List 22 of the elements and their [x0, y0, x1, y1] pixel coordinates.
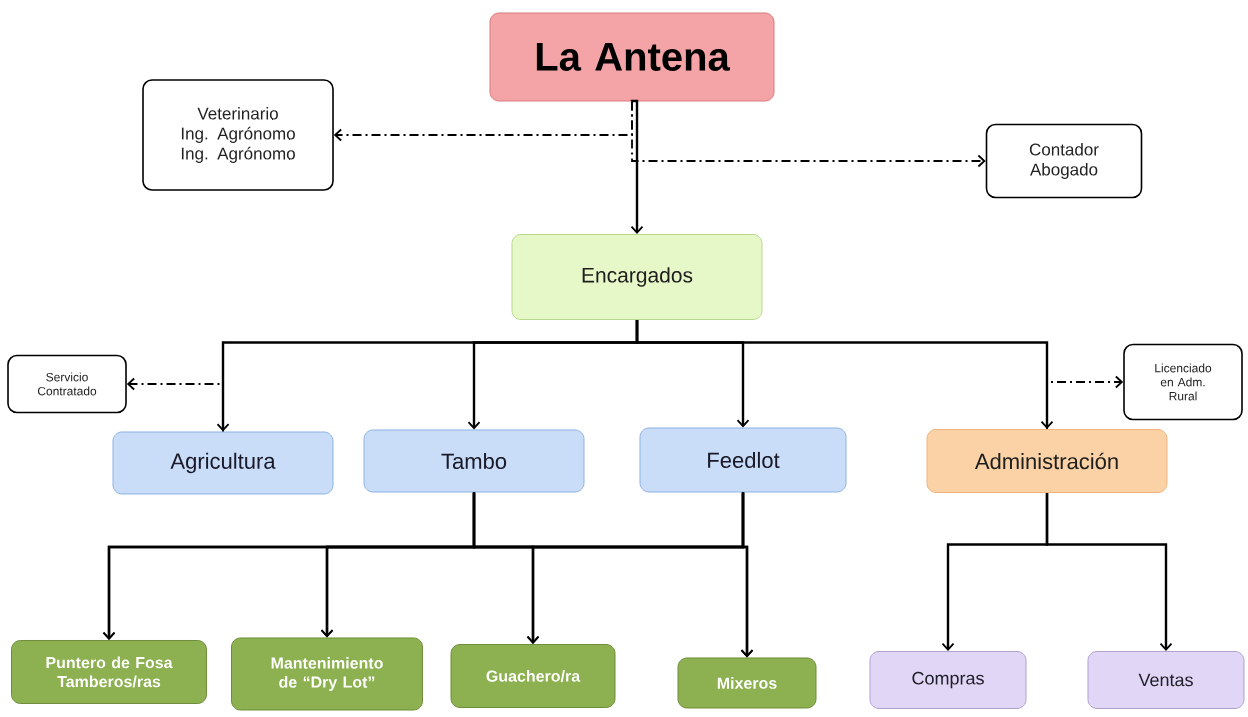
org-box: Puntero de Fosa Tamberos/ras — [11, 640, 207, 704]
org-box: Tambo — [363, 429, 585, 493]
arrow — [1045, 493, 1173, 651]
org-box: Encargados — [511, 234, 763, 320]
org-box: Guachero/ra — [450, 644, 616, 708]
org-box: Contador Abogado — [985, 123, 1143, 199]
org-box: Ventas — [1087, 651, 1245, 709]
org-box: La Antena — [489, 12, 775, 102]
org-box: Mantenimiento de “Dry Lot” — [231, 637, 423, 711]
org-box: Veterinario Ing. Agrónomo Ing. Agrónomo — [142, 79, 334, 191]
org-box: Compras — [869, 651, 1027, 709]
arrow — [635, 320, 1054, 429]
arrow — [631, 100, 986, 168]
arrow — [740, 492, 754, 658]
org-box: Agricultura — [112, 431, 334, 495]
org-box: Feedlot — [639, 427, 847, 493]
arrow — [630, 99, 644, 234]
org-box: Servicio Contratado — [7, 354, 127, 414]
org-box: Mixeros — [677, 657, 817, 709]
org-box: Licenciado en Adm. Rural — [1123, 343, 1243, 421]
org-box: Administración — [926, 429, 1168, 493]
arrow — [1046, 375, 1124, 430]
